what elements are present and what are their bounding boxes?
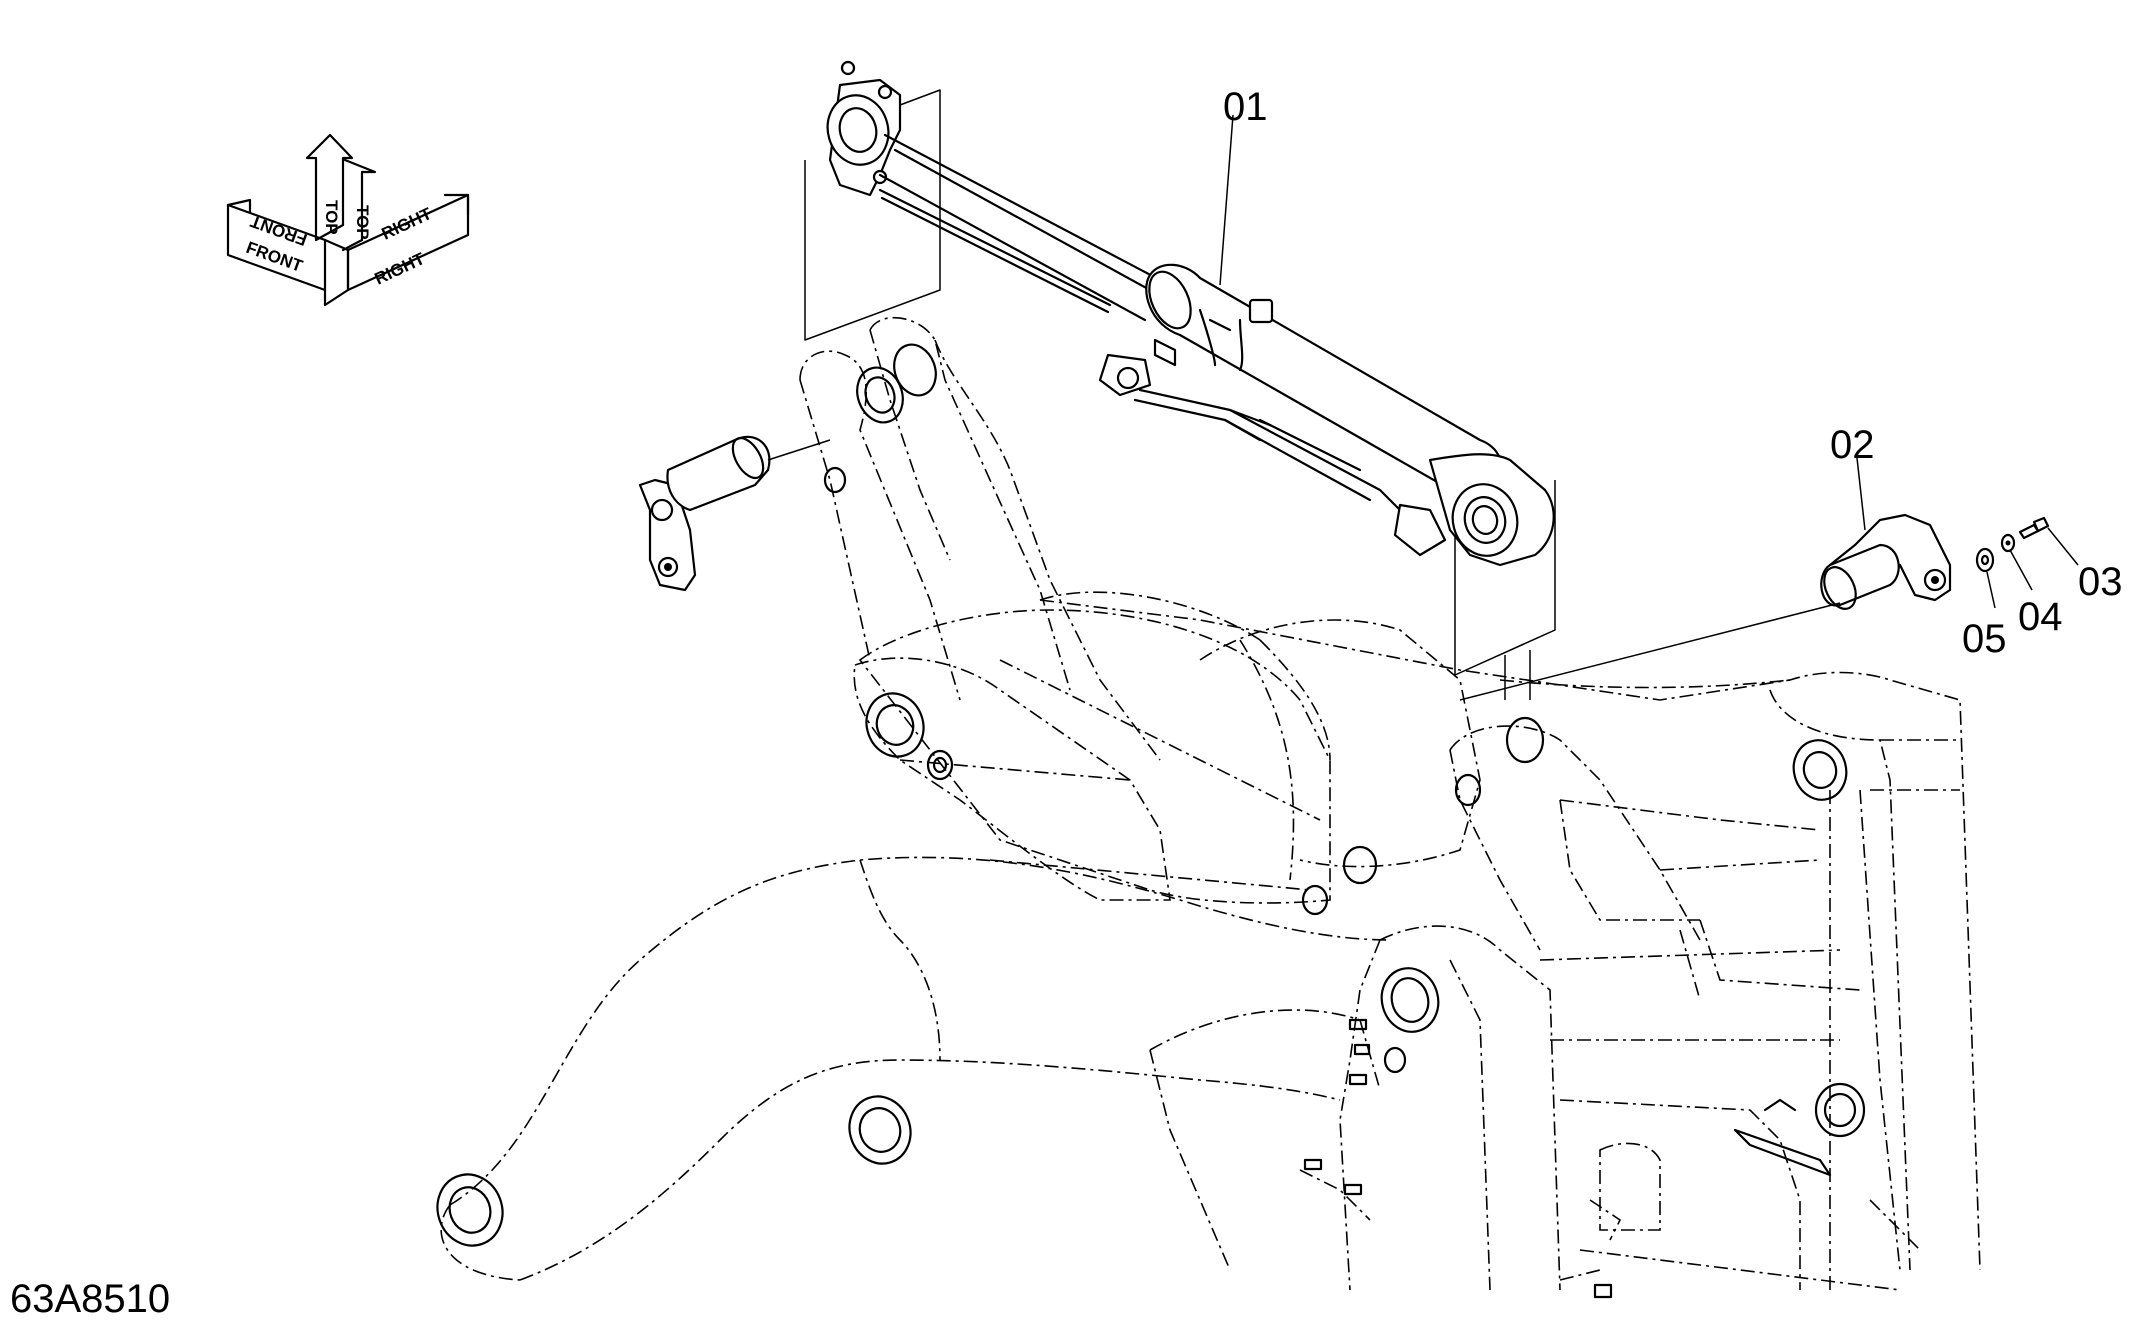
assembly-centerlines bbox=[804, 89, 1556, 700]
right-label: RIGHT bbox=[372, 249, 429, 289]
left-pin bbox=[638, 435, 831, 592]
orientation-symbol: FRONT FRONT TOP TOP RIGHT RIGHT bbox=[226, 133, 470, 307]
right-label-mirror: RIGHT bbox=[379, 204, 436, 244]
callout-03-label: 03 bbox=[2078, 560, 2123, 604]
callout-01: 01 bbox=[1219, 85, 1268, 286]
hydraulic-cylinder-01 bbox=[826, 60, 1555, 567]
top-label: TOP bbox=[322, 200, 341, 235]
callout-03: 03 bbox=[2047, 527, 2123, 604]
callout-05-label: 05 bbox=[1962, 617, 2007, 661]
callout-01-label: 01 bbox=[1223, 85, 1268, 129]
callout-02: 02 bbox=[1830, 423, 1875, 531]
pin-02-assembly bbox=[1459, 513, 2050, 701]
drawing-code: 63A8510 bbox=[10, 1277, 170, 1321]
front-frame bbox=[440, 316, 1981, 1291]
callout-05: 05 bbox=[1962, 571, 2007, 661]
frame-pivot-holes bbox=[436, 343, 1866, 1299]
callout-04-label: 04 bbox=[2018, 595, 2063, 639]
top-label-mirror: TOP bbox=[353, 205, 372, 240]
callout-04: 04 bbox=[2009, 549, 2063, 639]
callout-02-label: 02 bbox=[1830, 423, 1875, 467]
